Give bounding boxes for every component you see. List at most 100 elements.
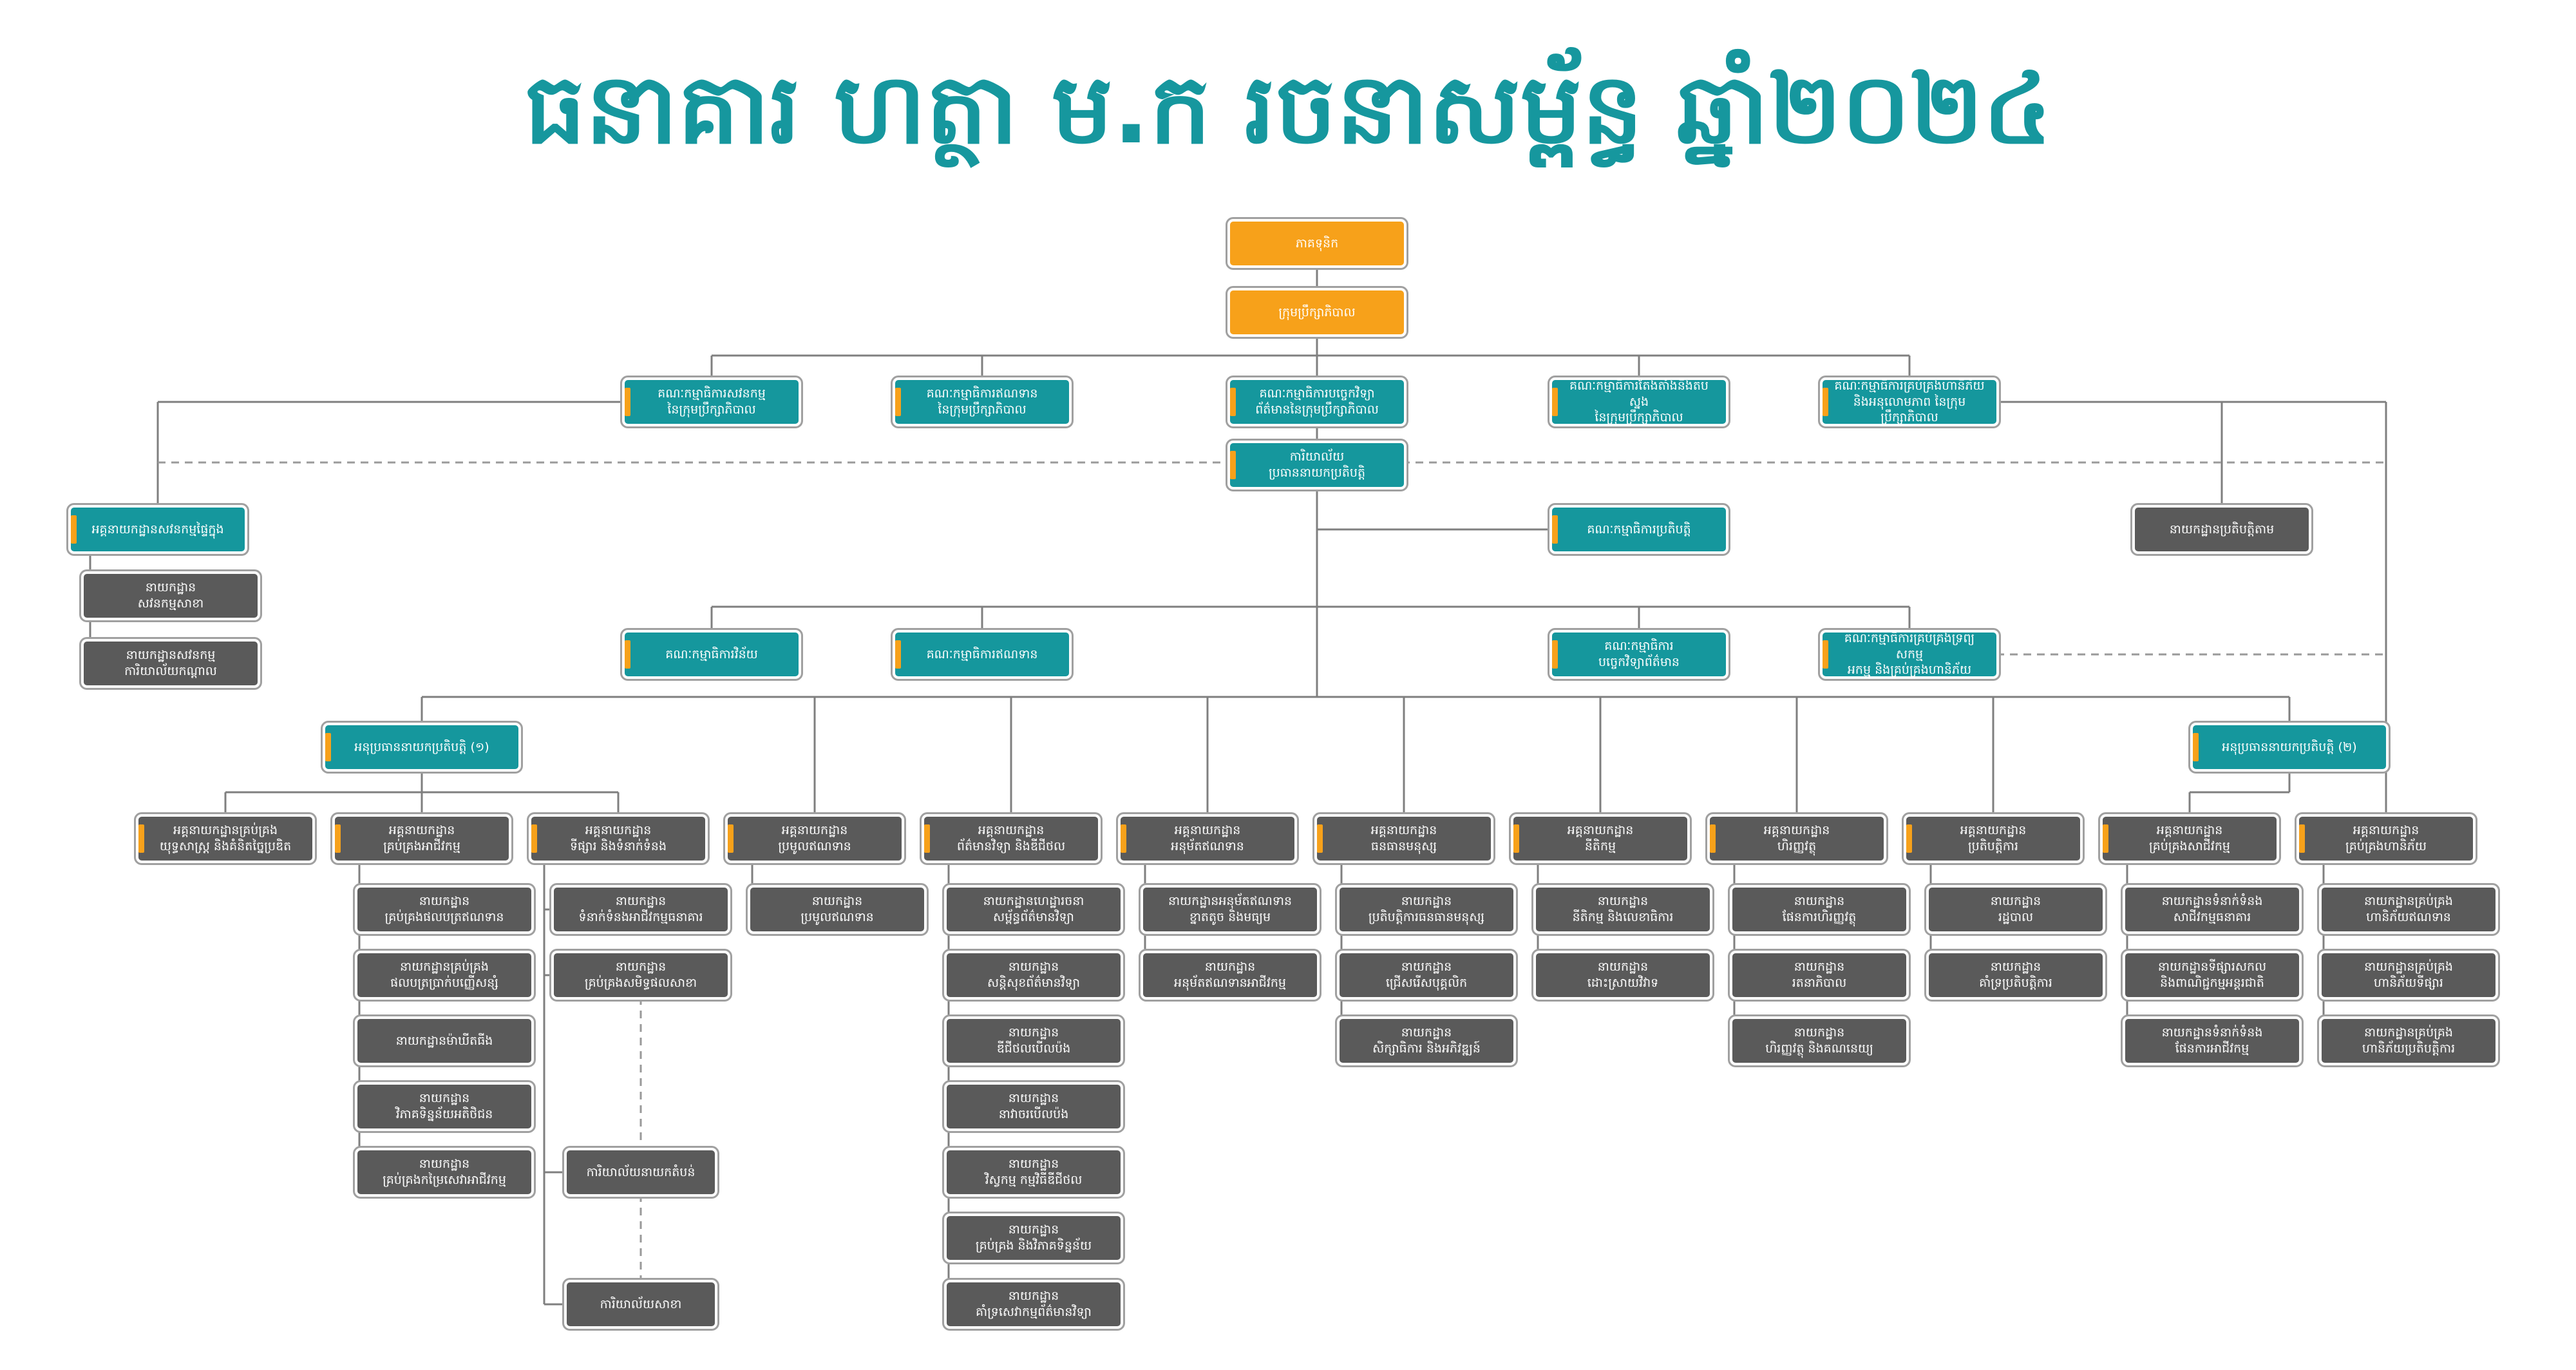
node-label: នាយកដ្ឋានម៉ាឃីតធីង bbox=[395, 1033, 493, 1048]
node-label: អគ្គនាយកដ្ឋានគ្រប់គ្រង យុទ្ធសាស្ត្រ និងគ… bbox=[159, 823, 292, 853]
node-label: គណៈកម្មាធិការគ្រប់គ្រងទ្រព្យសកម្ម អកម្ម … bbox=[1844, 631, 1975, 678]
node-mc-alco: គណៈកម្មាធិការគ្រប់គ្រងទ្រព្យសកម្ម អកម្ម … bbox=[1823, 631, 1996, 678]
node-bc-it: គណៈកម្មាធិការបច្ចេកវិទ្យា ព័ត៌មាននៃក្រុម… bbox=[1230, 380, 1404, 424]
node-gd-deposit: អគ្គនាយកដ្ឋាន គ្រប់គ្រងសាជីវកម្ម bbox=[2103, 817, 2277, 861]
node-label: អគ្គនាយកដ្ឋាន គ្រប់គ្រងសាជីវកម្ម bbox=[2149, 823, 2230, 853]
node-d-hr-1: នាយកដ្ឋាន ប្រតិបត្តិការធនធានមនុស្ស bbox=[1340, 888, 1513, 931]
node-label: អគ្គនាយកដ្ឋាន គ្រប់គ្រងហានិភ័យ bbox=[2345, 823, 2427, 853]
node-d-it-5: នាយកដ្ឋាន វិស្វកម្ម កម្មវិធីឌីជីថល bbox=[947, 1150, 1121, 1194]
node-d-mkt-1: នាយកដ្ឋាន ទំនាក់ទំនងអាជីវកម្មធនាគារ bbox=[554, 888, 728, 931]
node-label: នាយកដ្ឋានគ្រប់គ្រង ហានិភ័យប្រតិបត្តិការ bbox=[2362, 1025, 2456, 1056]
node-d-bus-5: នាយកដ្ឋាន គ្រប់គ្រងកម្រៃសេវាអាជីវកម្ម bbox=[357, 1150, 531, 1194]
node-label: ការិយាល័យនាយកតំបន់ bbox=[586, 1165, 696, 1179]
node-label: នាយកដ្ឋានសវនកម្ម ការិយាល័យកណ្តាល bbox=[124, 648, 217, 678]
node-label: គណៈកម្មាធិការឥណទាន bbox=[926, 647, 1038, 661]
node-label: អគ្គនាយកដ្ឋាន គ្រប់គ្រងអាជីវកម្ម bbox=[383, 823, 460, 853]
node-label: គណៈកម្មាធិការឥណទាន នៃក្រុមប្រឹក្សាភិបាល bbox=[926, 386, 1038, 417]
node-d-ops-1: នាយកដ្ឋាន រដ្ឋបាល bbox=[1929, 888, 2103, 931]
page-title: ធនាគារ ហត្ថា ម.ក រចនាសម្ព័ន្ធ ឆ្នាំ២០២៤ bbox=[524, 53, 2052, 166]
node-label: នាយកដ្ឋាន អនុម័តឥណទានអាជីវកម្ម bbox=[1174, 960, 1286, 990]
node-internal-audit: អគ្គនាយកដ្ឋានសវនកម្មផ្ទៃក្នុង bbox=[71, 508, 245, 551]
node-label: នាយកដ្ឋាន រដ្ឋបាល bbox=[1990, 894, 2041, 924]
node-d-it-2: នាយកដ្ឋាន សន្តិសុខព័ត៌មានវិទ្យា bbox=[947, 953, 1121, 997]
node-label: នាយកដ្ឋានគ្រប់គ្រង ផលបត្រប្រាក់បញ្ញើសន្ស… bbox=[390, 960, 498, 990]
node-label: នាយកដ្ឋាន គាំទ្រសេវាកម្មព័ត៌មានវិទ្យា bbox=[976, 1289, 1092, 1319]
node-label: នាយកដ្ឋានគ្រប់គ្រង ហានិភ័យទីផ្សារ bbox=[2364, 960, 2453, 990]
node-d-fin-2: នាយកដ្ឋាន រតនាភិបាល bbox=[1732, 953, 1906, 997]
node-label: នាយកដ្ឋាន សន្តិសុខព័ត៌មានវិទ្យា bbox=[987, 960, 1081, 990]
node-label: នាយកដ្ឋាន សិក្សាធិការ និងអភិវឌ្ឍន៍ bbox=[1372, 1025, 1481, 1056]
node-ceo-office: ការិយាល័យ ប្រធាននាយកប្រតិបត្តិ bbox=[1230, 443, 1404, 487]
node-label: នាយកដ្ឋាន គាំទ្រប្រតិបត្តិការ bbox=[1979, 960, 2052, 990]
node-label: នាយកដ្ឋាន គ្រប់គ្រង និងវិភាគទិន្នន័យ bbox=[975, 1223, 1092, 1253]
node-d-it-4: នាយកដ្ឋាន នាវាចរបើលប៉ង bbox=[947, 1085, 1121, 1128]
node-label: នាយកដ្ឋានអនុម័តឥណទាន ខ្នាតតូច និងមធ្យម bbox=[1168, 894, 1293, 924]
node-d-hr-2: នាយកដ្ឋាន ជ្រើសរើសបុគ្គលិក bbox=[1340, 953, 1513, 997]
node-label: អគ្គនាយកដ្ឋាន អនុម័តឥណទាន bbox=[1171, 823, 1244, 853]
node-d-leg-2: នាយកដ្ឋាន ដោះស្រាយវិវាទ bbox=[1536, 953, 1710, 997]
node-ia-head-office: នាយកដ្ឋានសវនកម្ម ការិយាល័យកណ្តាល bbox=[84, 642, 258, 685]
node-d-it-1: នាយកដ្ឋានហេដ្ឋារចនា សម្ព័ន្ធព័ត៌មានវិទ្យ… bbox=[947, 888, 1121, 931]
node-d-risk-1: នាយកដ្ឋានគ្រប់គ្រង ហានិភ័យឥណទាន bbox=[2322, 888, 2496, 931]
node-d-col-1: នាយកដ្ឋាន ប្រមូលឥណទាន bbox=[750, 888, 924, 931]
node-label: អនុប្រធាននាយកប្រតិបត្តិ (២) bbox=[2222, 739, 2357, 754]
node-gd-hr: អគ្គនាយកដ្ឋាន ធនធានមនុស្ស bbox=[1317, 817, 1491, 861]
node-label: អគ្គនាយកដ្ឋានសវនកម្មផ្ទៃក្នុង bbox=[91, 522, 224, 537]
node-ia-branch: នាយកដ្ឋាន សវនកម្មសាខា bbox=[84, 574, 258, 618]
node-d-dep-3: នាយកដ្ឋានទំនាក់ទំនង ផែនការអាជីវកម្ម bbox=[2125, 1019, 2299, 1063]
node-label: នាយកដ្ឋាន សវនកម្មសាខា bbox=[137, 580, 204, 611]
node-label: នាយកដ្ឋានទំនាក់ទំនង ផែនការអាជីវកម្ម bbox=[2161, 1025, 2263, 1056]
node-d-fin-3: នាយកដ្ឋាន ហិរញ្ញវត្ថុ និងគណនេយ្យ bbox=[1732, 1019, 1906, 1063]
node-gd-risk: អគ្គនាយកដ្ឋាន គ្រប់គ្រងហានិភ័យ bbox=[2299, 817, 2473, 861]
node-d-bus-1: នាយកដ្ឋាន គ្រប់គ្រងផលបត្រឥណទាន bbox=[357, 888, 531, 931]
node-label: នាយកដ្ឋាន ឌីជីថលបេីលប៉ង bbox=[996, 1025, 1071, 1056]
node-label: គណៈកម្មាធិការប្រតិបត្តិ bbox=[1587, 522, 1691, 537]
node-label: អគ្គនាយកដ្ឋាន នីតិកម្ម bbox=[1567, 823, 1634, 853]
node-d-bus-3: នាយកដ្ឋានម៉ាឃីតធីង bbox=[357, 1019, 531, 1063]
node-label: នាយកដ្ឋាន គ្រប់គ្រងផលបត្រឥណទាន bbox=[384, 894, 504, 924]
node-label: នាយកដ្ឋាន ដោះស្រាយវិវាទ bbox=[1587, 960, 1659, 990]
node-label: នាយកដ្ឋាន ទំនាក់ទំនងអាជីវកម្មធនាគារ bbox=[578, 894, 703, 924]
node-bc-remuneration: គណៈកម្មាធិការតែងតាំងនិងតបស្នង នៃក្រុមប្រ… bbox=[1552, 379, 1726, 424]
node-mc-risk: គណៈកម្មាធិការវិន័យ bbox=[625, 633, 799, 676]
node-bc-credit: គណៈកម្មាធិការឥណទាន នៃក្រុមប្រឹក្សាភិបាល bbox=[895, 380, 1069, 424]
node-label: ការិយាល័យសាខា bbox=[600, 1297, 682, 1311]
node-label: នាយកដ្ឋាន វិភាគទិន្នន័យអតិថិជន bbox=[395, 1091, 493, 1121]
node-label: នាយកដ្ឋានទំនាក់ទំនង សាជីវកម្មធនាគារ bbox=[2161, 894, 2263, 924]
node-exec-committee: គណៈកម្មាធិការប្រតិបត្តិ bbox=[1552, 508, 1726, 551]
node-d-ca-1: នាយកដ្ឋានអនុម័តឥណទាន ខ្នាតតូច និងមធ្យម bbox=[1143, 888, 1317, 931]
node-d-mkt-2: នាយកដ្ឋាន គ្រប់គ្រងសមិទ្ធផលសាខា bbox=[554, 953, 728, 997]
node-label: អនុប្រធាននាយកប្រតិបត្តិ (១) bbox=[354, 739, 489, 754]
node-label: អគ្គនាយកដ្ឋាន ធនធានមនុស្ស bbox=[1370, 823, 1437, 853]
node-d-ops-2: នាយកដ្ឋាន គាំទ្រប្រតិបត្តិការ bbox=[1929, 953, 2103, 997]
node-compliance: នាយកដ្ឋានប្រតិបត្តិតាម bbox=[2135, 508, 2309, 551]
node-label: ក្រុមប្រឹក្សាភិបាល bbox=[1278, 305, 1356, 319]
node-d-dep-1: នាយកដ្ឋានទំនាក់ទំនង សាជីវកម្មធនាគារ bbox=[2125, 888, 2299, 931]
node-gd-strategy: អគ្គនាយកដ្ឋានគ្រប់គ្រង យុទ្ធសាស្ត្រ និងគ… bbox=[138, 817, 312, 861]
node-label: នាយកដ្ឋានទីផ្សារសកល និងពាណិជ្ជកម្មអន្តរជ… bbox=[2157, 960, 2267, 990]
node-label: នាយកដ្ឋាន ជ្រើសរើសបុគ្គលិក bbox=[1385, 960, 1468, 990]
node-gd-operations: អគ្គនាយកដ្ឋាន ប្រតិបត្តិការ bbox=[1906, 817, 2080, 861]
node-gd-it: អគ្គនាយកដ្ឋាន ព័ត៌មានវិទ្យា និងឌីជីថល bbox=[924, 817, 1098, 861]
node-label: ការិយាល័យ ប្រធាននាយកប្រតិបត្តិ bbox=[1268, 450, 1365, 480]
node-gd-marketing: អគ្គនាយកដ្ឋាន ទីផ្សារ និងទំនាក់ទំនង bbox=[531, 817, 705, 861]
node-d-bus-4: នាយកដ្ឋាន វិភាគទិន្នន័យអតិថិជន bbox=[357, 1085, 531, 1128]
node-label: នាយកដ្ឋាន ប្រតិបត្តិការធនធានមនុស្ស bbox=[1368, 894, 1485, 924]
node-d-bus-2: នាយកដ្ឋានគ្រប់គ្រង ផលបត្រប្រាក់បញ្ញើសន្ស… bbox=[357, 953, 531, 997]
node-shareholders: ភាគទុនិក bbox=[1230, 222, 1404, 265]
node-bc-audit: គណៈកម្មាធិការសវនកម្ម នៃក្រុមប្រឹក្សាភិបា… bbox=[625, 380, 799, 424]
node-label: នាយកដ្ឋាន ផែនការហិរញ្ញវត្ថុ bbox=[1782, 894, 1857, 924]
node-d-regional: ការិយាល័យនាយកតំបន់ bbox=[567, 1150, 715, 1194]
node-deputy-1: អនុប្រធាននាយកប្រតិបត្តិ (១) bbox=[325, 725, 518, 769]
node-label: នាយកដ្ឋាន គ្រប់គ្រងកម្រៃសេវាអាជីវកម្ម bbox=[383, 1157, 506, 1187]
node-d-branch: ការិយាល័យសាខា bbox=[567, 1282, 715, 1326]
node-d-it-7: នាយកដ្ឋាន គាំទ្រសេវាកម្មព័ត៌មានវិទ្យា bbox=[947, 1282, 1121, 1326]
node-d-hr-3: នាយកដ្ឋាន សិក្សាធិការ និងអភិវឌ្ឍន៍ bbox=[1340, 1019, 1513, 1063]
node-label: នាយកដ្ឋាន ប្រមូលឥណទាន bbox=[800, 894, 874, 924]
node-d-dep-2: នាយកដ្ឋានទីផ្សារសកល និងពាណិជ្ជកម្មអន្តរជ… bbox=[2125, 953, 2299, 997]
node-mc-credit: គណៈកម្មាធិការឥណទាន bbox=[895, 633, 1069, 676]
node-label: គណៈកម្មាធិការសវនកម្ម នៃក្រុមប្រឹក្សាភិបា… bbox=[658, 386, 766, 417]
node-label: គណៈកម្មាធិការ បច្ចេកវិទ្យាព័ត៌មាន bbox=[1598, 639, 1680, 669]
node-label: គណៈកម្មាធិការវិន័យ bbox=[665, 647, 758, 661]
